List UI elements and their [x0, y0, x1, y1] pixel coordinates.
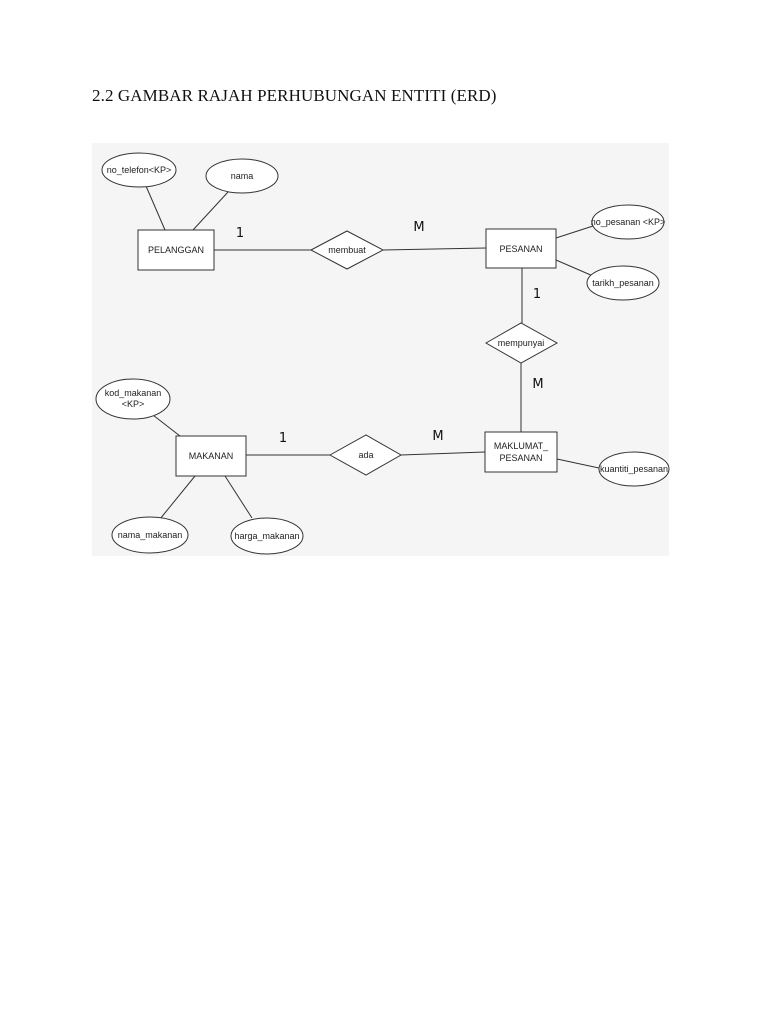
attribute-nama: nama [205, 158, 279, 194]
cardinalities: 1 M 1 M 1 M [236, 220, 544, 446]
page-heading: 2.2 GAMBAR RAJAH PERHUBUNGAN ENTITI (ERD… [92, 86, 497, 105]
edge-kod-makanan [148, 411, 181, 437]
attribute-tarikh-pesanan: tarikh_pesanan [586, 265, 660, 301]
edge-ada-maklumat [400, 451, 486, 456]
cardinality-membuat-right: M [413, 220, 424, 235]
relationship-membuat: membuat [309, 230, 385, 270]
attribute-harga-makanan: harga_makanan [230, 517, 304, 555]
cardinality-mempunyai-bottom: M [532, 377, 543, 392]
attribute-kuantiti-pesanan-label: kuantiti_pesanan [600, 464, 668, 474]
attribute-tarikh-pesanan-label: tarikh_pesanan [592, 278, 654, 288]
relationship-mempunyai: mempunyai [484, 322, 559, 364]
edge-pesanan-no-pesanan [555, 225, 594, 239]
entity-maklumat-pesanan: MAKLUMAT_ PESANAN [484, 431, 558, 473]
entity-makanan: MAKANAN [175, 435, 247, 477]
entity-makanan-label: MAKANAN [189, 451, 234, 461]
edge-pesanan-tarikh [555, 259, 594, 277]
edge-no-telefon-pelanggan [145, 185, 166, 231]
entity-pesanan-label: PESANAN [499, 244, 542, 254]
attribute-harga-makanan-label: harga_makanan [234, 531, 299, 541]
attribute-kuantiti-pesanan: kuantiti_pesanan [598, 451, 670, 487]
cardinality-membuat-left: 1 [236, 226, 244, 241]
attribute-no-pesanan: no_pesanan <KP> [591, 204, 666, 240]
cardinality-mempunyai-top: 1 [533, 287, 541, 302]
edge-maklumat-kuantiti [556, 458, 600, 469]
diagram-background [92, 143, 669, 556]
cardinality-ada-right: M [432, 429, 443, 444]
entity-pesanan: PESANAN [485, 228, 557, 269]
attribute-kod-makanan-label-line1: kod_makanan [105, 388, 162, 398]
relationship-membuat-label: membuat [328, 245, 366, 255]
relationship-ada: ada [328, 434, 403, 476]
attribute-no-pesanan-label: no_pesanan <KP> [591, 217, 666, 227]
cardinality-ada-left: 1 [279, 431, 287, 446]
edge-nama-pelanggan [192, 191, 229, 231]
attribute-nama-makanan-label: nama_makanan [118, 530, 183, 540]
entity-maklumat-label-line1: MAKLUMAT_ [494, 441, 549, 451]
attribute-kod-makanan-label-line2: <KP> [122, 399, 145, 409]
edge-membuat-pesanan [382, 247, 487, 251]
edge-makanan-nama-makanan [159, 475, 196, 520]
edge-makanan-harga [224, 475, 253, 519]
entity-maklumat-label-line2: PESANAN [499, 453, 542, 463]
connectors [145, 185, 600, 520]
attribute-nama-makanan: nama_makanan [111, 516, 189, 554]
attribute-no-telefon-label: no_telefon<KP> [107, 165, 172, 175]
relationship-mempunyai-label: mempunyai [498, 338, 545, 348]
attribute-no-telefon: no_telefon<KP> [101, 152, 177, 188]
entity-pelanggan: PELANGGAN [137, 229, 215, 271]
relationship-ada-label: ada [358, 450, 373, 460]
attribute-nama-label: nama [231, 171, 254, 181]
attribute-kod-makanan: kod_makanan <KP> [95, 378, 171, 420]
entity-pelanggan-label: PELANGGAN [148, 245, 204, 255]
